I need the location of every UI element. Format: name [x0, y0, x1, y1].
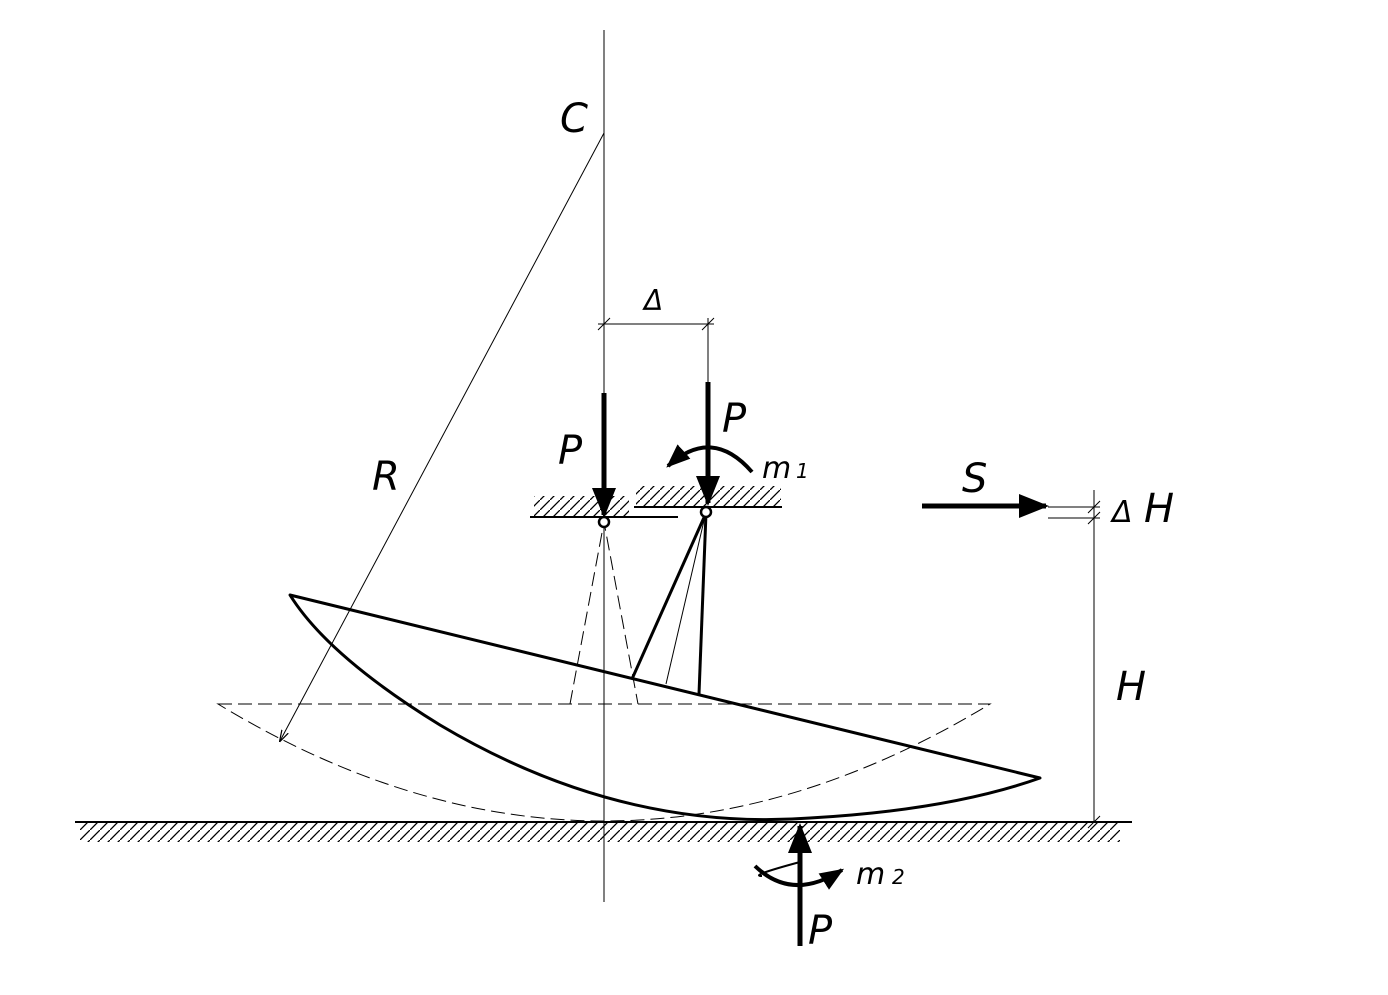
delta-label: Δ [642, 284, 663, 317]
rotated-segment [288, 593, 1042, 822]
moment1-label: m [762, 451, 791, 486]
deltaH-tick-top [1087, 500, 1101, 514]
force-right-label: P [722, 396, 747, 442]
delta-tick-left [597, 317, 611, 331]
moment1-arrow [666, 444, 754, 474]
force-left-label: P [558, 428, 583, 474]
ground-hatching [80, 822, 1120, 842]
height-label: H [1116, 664, 1146, 710]
pin-right [699, 505, 713, 519]
deltaH-delta-label: Δ [1110, 495, 1133, 530]
deltaH-tick-bottom [1087, 511, 1101, 525]
center-label: C [560, 96, 588, 142]
moment2-label: m [856, 857, 885, 892]
radius-label: R [372, 454, 400, 500]
original-segment-outline [216, 703, 992, 822]
leg-left [630, 512, 708, 680]
moment2-subscript: 2 [892, 865, 905, 889]
force-bottom-label: P [808, 908, 833, 954]
leg-thin [665, 511, 707, 685]
height-tick-bottom [1087, 815, 1101, 829]
shear-label: S [962, 456, 987, 502]
moment2-arrow [753, 864, 845, 890]
radius-line [280, 132, 605, 741]
deltaH-label: H [1144, 486, 1174, 532]
leg-right [697, 512, 708, 695]
delta-tick-right [701, 317, 715, 331]
left-support-hatching [534, 496, 629, 516]
pin-left [597, 515, 611, 529]
moment1-subscript: 1 [796, 459, 809, 483]
